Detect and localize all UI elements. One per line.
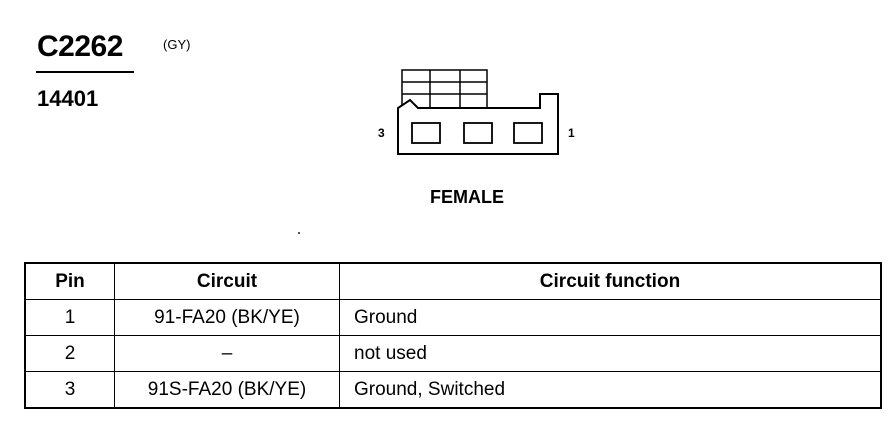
circuit-cell: 91-FA20 (BK/YE): [114, 299, 340, 336]
speck: [298, 232, 300, 234]
pinout-table: Pin Circuit Circuit function 1 91-FA20 (…: [24, 262, 882, 409]
pin-cavity-2: [463, 122, 493, 144]
connector-face-diagram: 3 1: [378, 69, 575, 155]
table-row: 1 91-FA20 (BK/YE) Ground: [24, 299, 882, 336]
pin-cell: 3: [24, 371, 115, 409]
pin-cavity-1: [513, 122, 543, 144]
table-header-row: Pin Circuit Circuit function: [24, 262, 882, 300]
pin-cavity-3: [411, 122, 441, 144]
table-row: 3 91S-FA20 (BK/YE) Ground, Switched: [24, 371, 882, 409]
connector-id: C2262: [37, 30, 123, 63]
header-circuit: Circuit: [114, 262, 340, 300]
connector-color-code: (GY): [163, 37, 191, 52]
view-label: FEMALE: [430, 187, 504, 207]
pin-cell: 1: [24, 299, 115, 336]
part-number: 14401: [37, 86, 99, 111]
pin-label-right: 1: [568, 126, 575, 140]
function-cell: Ground, Switched: [339, 371, 882, 409]
circuit-cell: 91S-FA20 (BK/YE): [114, 371, 340, 409]
connector-id-underline: [36, 71, 134, 73]
pin-cell: 2: [24, 335, 115, 372]
function-cell: not used: [339, 335, 882, 372]
function-cell: Ground: [339, 299, 882, 336]
connector-latch: [401, 69, 488, 109]
header-pin: Pin: [24, 262, 115, 300]
header-circuit-function: Circuit function: [339, 262, 882, 300]
table-row: 2 – not used: [24, 335, 882, 372]
circuit-cell: –: [114, 335, 340, 372]
pin-label-left: 3: [378, 126, 385, 140]
